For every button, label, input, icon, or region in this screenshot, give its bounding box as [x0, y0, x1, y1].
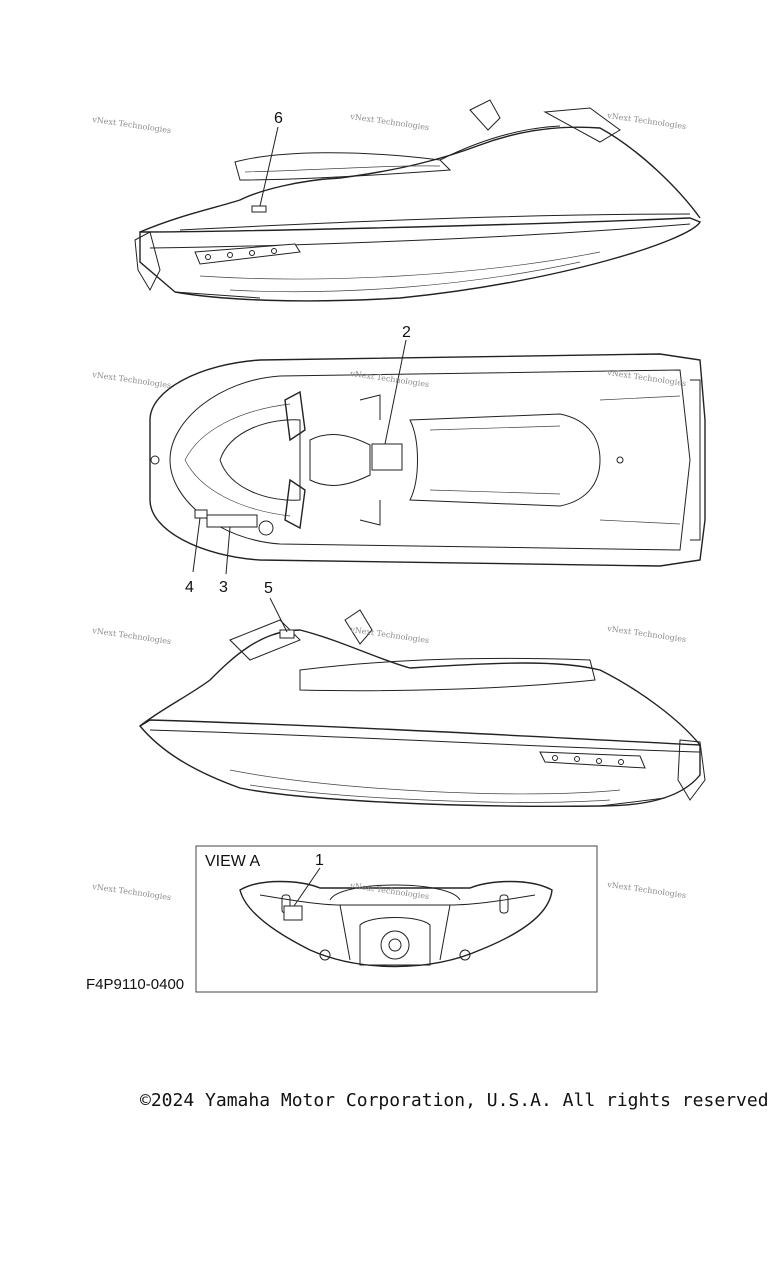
watercraft-top-view	[149, 353, 706, 567]
watermark: vNext Technologies	[91, 882, 172, 902]
watercraft-rear-view	[239, 880, 553, 968]
callout-1: 1	[315, 852, 324, 869]
callout-2: 2	[402, 324, 411, 341]
copyright-notice: ©2024 Yamaha Motor Corporation, U.S.A. A…	[140, 1090, 768, 1111]
watermark: vNext Technologies	[349, 625, 430, 645]
watermark: vNext Technologies	[91, 370, 172, 390]
view-a-frame	[195, 845, 598, 993]
callout-6: 6	[274, 110, 283, 127]
watermark: vNext Technologies	[349, 881, 430, 901]
watermark: vNext Technologies	[91, 115, 172, 135]
watermark: vNext Technologies	[606, 880, 687, 900]
watercraft-side-view-left	[138, 609, 706, 808]
callout-5: 5	[264, 580, 273, 597]
watermark: vNext Technologies	[91, 626, 172, 646]
watercraft-side-view-right	[134, 99, 702, 302]
watermark: vNext Technologies	[349, 112, 430, 132]
leader-lines	[192, 126, 407, 907]
callout-4: 4	[185, 579, 194, 596]
watermark: vNext Technologies	[349, 369, 430, 389]
callout-3: 3	[219, 579, 228, 596]
watermark: vNext Technologies	[606, 624, 687, 644]
view-a-label: VIEW A	[205, 853, 260, 870]
diagram-part-code: F4P9110-0400	[86, 976, 185, 993]
